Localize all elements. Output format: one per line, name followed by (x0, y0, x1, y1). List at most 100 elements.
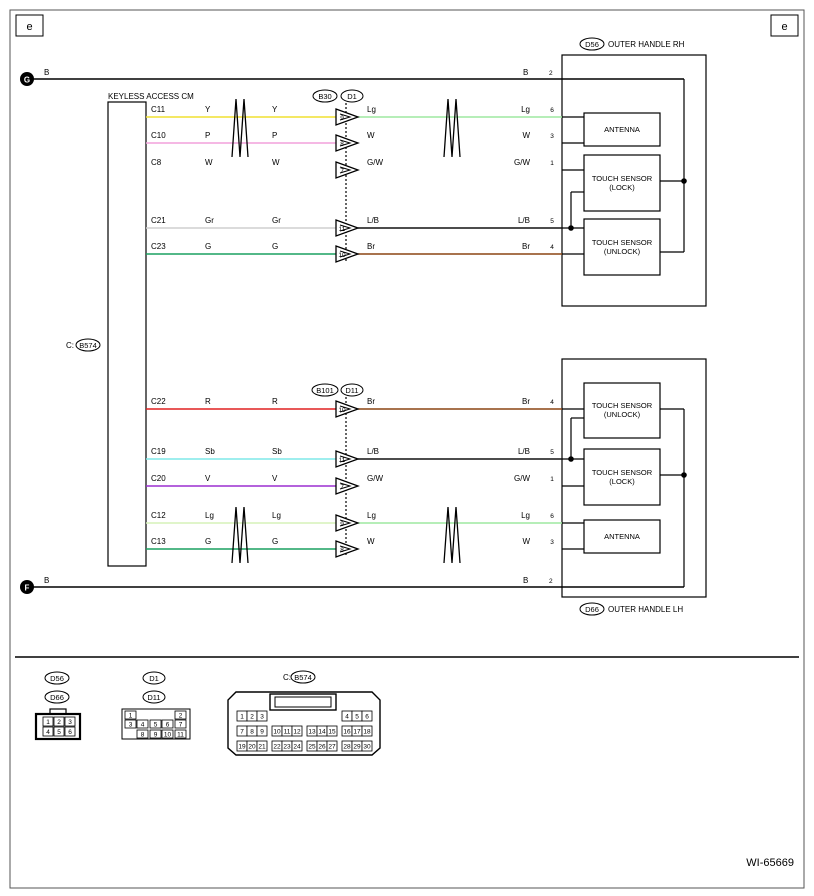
legend-pin-cell (136, 729, 149, 739)
legend-pin-cell (42, 726, 54, 737)
legend-pin-number: 19 (238, 744, 246, 751)
joint-pin-arrow (339, 405, 352, 413)
legend-pin-cell (161, 729, 174, 739)
wire-color-right-2: Br (522, 397, 530, 406)
wire-color-right: Lg (367, 511, 376, 520)
legend-pin-number: 7 (240, 729, 244, 736)
legend-pin-number: 23 (283, 744, 291, 751)
joint-pin-triangle (335, 245, 360, 263)
wire-break-symbol (443, 98, 461, 158)
joint-pin-label: 10 (338, 252, 346, 259)
wire-color-right: G/W (367, 158, 383, 167)
keyless-access-cm-box (107, 101, 147, 567)
cm-connector-label: B574 (79, 341, 97, 350)
wire-color-right: W (367, 537, 375, 546)
legend-pin-number: 21 (258, 744, 266, 751)
joint-pin-arrow (339, 545, 352, 553)
svg-text:B101: B101 (316, 386, 334, 395)
joint-pin-label: 9 (340, 115, 344, 122)
wire-color-left: Sb (205, 447, 215, 456)
legend-pin-number: 27 (328, 744, 336, 751)
legend-pin-number: 12 (293, 729, 301, 736)
legend-pin-number: 8 (141, 732, 145, 739)
joint-pin-label: 8 (340, 547, 344, 554)
joint-pin-triangle (335, 514, 360, 532)
lh-ground-junction-dot (681, 472, 687, 478)
wire-color-right: L/B (367, 447, 379, 456)
wire-color-left-2: R (272, 397, 278, 406)
legend-pin-number: 2 (250, 714, 254, 721)
wire-color-right-2: W (522, 131, 530, 140)
legend-pin-number: 20 (248, 744, 256, 751)
legend-pin-number: 3 (68, 719, 72, 726)
legend-pin-number: 3 (260, 714, 264, 721)
joint-pin-arrow (339, 139, 352, 147)
svg-text:D1: D1 (347, 92, 357, 101)
lh-junction-dot (568, 456, 574, 462)
lh-unlock-label-2: (UNLOCK) (604, 410, 641, 419)
cm-connector-tag (75, 338, 101, 352)
rh-touch-sensor-lock-box (583, 154, 661, 212)
rh-antenna-label: ANTENNA (604, 125, 640, 134)
outer-handle-rh-title: OUTER HANDLE RH (608, 40, 685, 49)
joint-pin-triangle (335, 134, 360, 152)
legend-pin-number: 11 (177, 732, 184, 739)
handle-pin-label: 6 (550, 107, 554, 114)
svg-text:e: e (781, 21, 787, 33)
wire-break-symbol (231, 98, 249, 158)
legend-pin-number: 18 (363, 729, 371, 736)
wire-color-left-2: W (272, 158, 280, 167)
cm-pin-label: C19 (151, 447, 166, 456)
lh-connector-tag (579, 602, 605, 616)
legend-pin-cell (42, 716, 54, 727)
legend-pin-number: 16 (343, 729, 351, 736)
legend-pin-cell (256, 710, 268, 722)
wire-color-right: G/W (367, 474, 383, 483)
joint-pin-triangle (335, 477, 360, 495)
legend-pin-number: 14 (318, 729, 326, 736)
joint-connector-tags-top: B30 D1 (312, 89, 364, 103)
wire-color-left-2: Sb (272, 447, 282, 456)
joint-pin-label: 10 (338, 407, 346, 414)
legend-pin-number: 7 (179, 722, 183, 729)
svg-text:B574: B574 (294, 673, 312, 682)
handle-pin-label: 3 (550, 133, 554, 140)
handle-pin-label: 1 (550, 160, 554, 167)
wire-color-right: Br (367, 397, 375, 406)
wire-color-left: G (205, 537, 211, 546)
cm-pin-label: C11 (151, 105, 166, 114)
handle-pin-label: 5 (550, 449, 554, 456)
joint-pin-arrow (339, 166, 352, 174)
svg-text:B: B (523, 576, 528, 585)
legend-pin-number: 6 (166, 722, 170, 729)
wire-color-left: Lg (205, 511, 214, 520)
svg-text:D11: D11 (147, 693, 160, 702)
lh-unlock-label-1: TOUCH SENSOR (592, 401, 653, 410)
joint-pin-triangle (335, 540, 360, 558)
legend-pin-number: 15 (328, 729, 336, 736)
legend-pin-number: 2 (179, 713, 183, 720)
handle-pin-label: 4 (550, 399, 554, 406)
svg-text:D11: D11 (345, 386, 358, 395)
joint-pin-arrow (339, 455, 352, 463)
legend-pin-number: 6 (68, 729, 72, 736)
svg-text:B: B (523, 68, 528, 77)
legend-pin-number: 8 (250, 729, 254, 736)
wire-color-right-2: Lg (521, 511, 530, 520)
wire-color-right-2: L/B (518, 216, 530, 225)
legend-pin-number: 17 (353, 729, 361, 736)
wire-color-right-2: G/W (514, 158, 530, 167)
svg-text:D66: D66 (50, 693, 64, 702)
wire-color-right: Br (367, 242, 375, 251)
rh-connector-tag (579, 37, 605, 51)
rh-touch-sensor-unlock-box (583, 218, 661, 276)
legend-pin-number: 6 (365, 714, 369, 721)
legend-pin-cell (124, 719, 137, 729)
wire-color-right-2: Lg (521, 105, 530, 114)
